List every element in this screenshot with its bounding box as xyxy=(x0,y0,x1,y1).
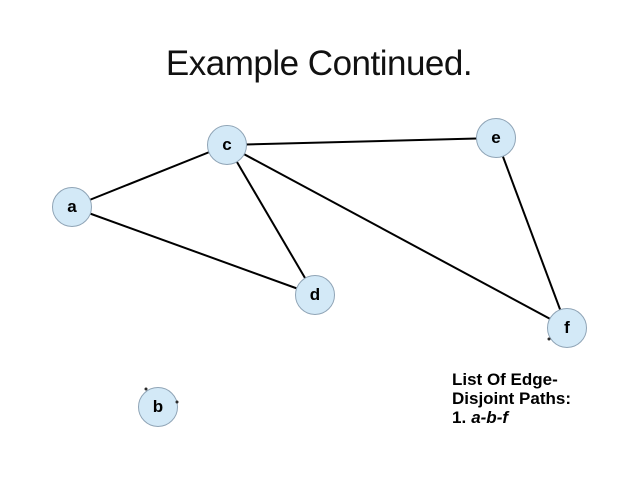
graph-node-a: a xyxy=(52,187,92,227)
graph-edge-a-c xyxy=(71,144,228,208)
graph-edge-c-d xyxy=(226,144,316,296)
page-title: Example Continued. xyxy=(165,44,473,83)
path-item-value: a-b-f xyxy=(471,408,509,427)
path-item-number: 1. xyxy=(452,408,467,427)
node-label-f: f xyxy=(564,318,570,337)
graph-node-c: c xyxy=(207,125,247,165)
paths-list-item: 1.a-b-f xyxy=(452,408,571,427)
node-label-a: a xyxy=(67,197,77,216)
graph-node-f: f xyxy=(547,308,587,348)
node-label-d: d xyxy=(309,285,321,304)
graph-node-e: e xyxy=(476,118,516,158)
graph-edge-a-d xyxy=(71,206,316,296)
paths-list-heading-line2: Disjoint Paths: xyxy=(452,389,572,408)
node-label-c: c xyxy=(222,135,232,154)
graph-edge-c-e xyxy=(226,137,497,146)
graph-edge-c-f xyxy=(226,144,568,329)
graph-node-b: b xyxy=(138,387,178,427)
graph-edge-e-f xyxy=(495,137,568,329)
graph-node-d: d xyxy=(295,275,335,315)
node-label-e: e xyxy=(491,128,501,147)
node-label-b: b xyxy=(152,397,164,416)
edge-disjoint-paths-list: List Of Edge- Disjoint Paths: 1.a-b-f xyxy=(452,370,571,427)
paths-list-heading-line1: List Of Edge- xyxy=(452,370,558,389)
